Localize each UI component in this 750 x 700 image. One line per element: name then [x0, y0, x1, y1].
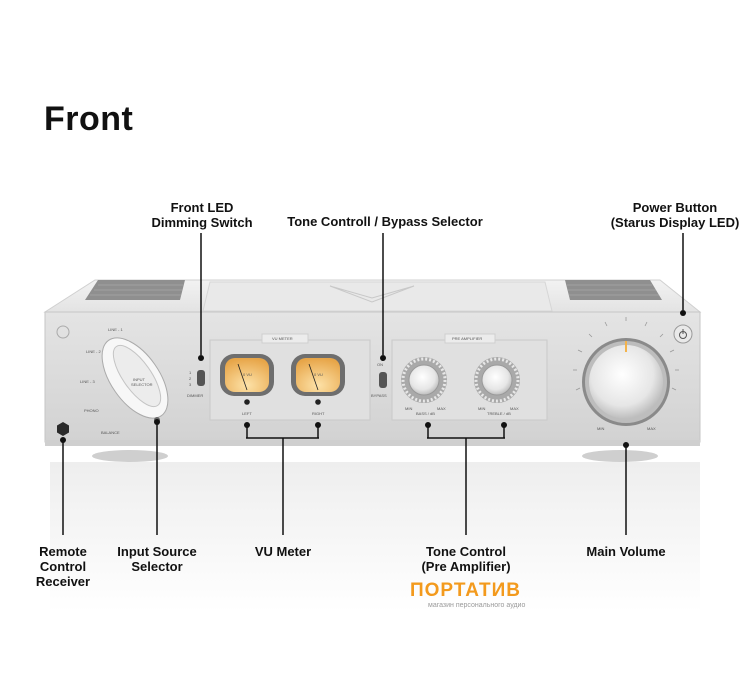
logo-mark [329, 285, 415, 303]
input-knob-label-1: INPUT [133, 377, 146, 382]
dimmer-label: DIMMER [187, 393, 203, 398]
volume-scale [573, 317, 679, 391]
preamp-header: PRE AMPLIFIER [452, 336, 482, 341]
watermark-sub: магазин персонального аудио [428, 602, 526, 609]
volume-min: MIN [597, 426, 604, 431]
treble-min: MIN [478, 406, 485, 411]
dimmer-switch[interactable] [197, 370, 205, 386]
callout-lines [60, 233, 686, 535]
callout-main-volume: Main Volume [586, 544, 666, 559]
brand-badge [56, 325, 70, 339]
input-selector-knob[interactable] [89, 327, 181, 430]
dimmer-pos-2: 2 [189, 376, 192, 381]
vu-right-db: 0 VU [314, 372, 323, 377]
callout-tone-control: Tone Control (Pre Amplifier) [421, 544, 511, 574]
input-label-line1: LINE - 1 [108, 327, 123, 332]
bypass-switch[interactable] [379, 372, 387, 388]
vu-left-db: 0 VU [243, 372, 252, 377]
watermark: ПОРТАТИВ магазин персонального аудио [410, 581, 525, 610]
input-label-line3: LINE - 3 [80, 379, 95, 384]
volume-max: MAX [647, 426, 656, 431]
dimmer-pos-3: 3 [189, 382, 192, 387]
input-knob-label-2: SELECTOR [131, 382, 153, 387]
bass-label: BASS / dB [416, 411, 435, 416]
power-button[interactable] [673, 324, 693, 344]
main-volume-knob[interactable] [582, 338, 670, 426]
callout-tone-bypass: Tone Controll / Bypass Selector [287, 214, 483, 229]
vu-left-face [225, 358, 269, 392]
input-label-line2: LINE - 2 [86, 349, 101, 354]
reflection [50, 462, 700, 612]
watermark-brand: ПОРТАТИВ [410, 580, 522, 601]
bass-knob[interactable] [401, 357, 447, 403]
remote-receiver [57, 422, 69, 436]
treble-label: TREBLE / dB [487, 411, 511, 416]
bass-min: MIN [405, 406, 412, 411]
left-foot [92, 450, 168, 462]
callout-input-selector: Input Source Selector [117, 544, 197, 574]
treble-max: MAX [510, 406, 519, 411]
input-label-phono: PHONO [84, 408, 99, 413]
on-label: ON [377, 362, 383, 367]
vu-left-label: LEFT [242, 411, 252, 416]
input-label-balance: BALANCE [101, 430, 120, 435]
vu-right-face [296, 358, 340, 392]
bass-max: MAX [437, 406, 446, 411]
treble-knob[interactable] [474, 357, 520, 403]
bypass-label: BYPASS [371, 393, 387, 398]
callout-led-dimming: Front LED Dimming Switch [151, 200, 253, 230]
page-title: Front [44, 100, 134, 138]
vu-header: VU METER [272, 336, 293, 341]
right-foot [582, 450, 658, 462]
callout-power: Power Button (Starus Display LED) [610, 200, 740, 230]
vu-right-label: RIGHT [312, 411, 325, 416]
dimmer-pos-1: 1 [189, 370, 192, 375]
callout-vu-meter: VU Meter [254, 544, 312, 559]
callout-remote: Remote Control Receiver [35, 544, 91, 589]
